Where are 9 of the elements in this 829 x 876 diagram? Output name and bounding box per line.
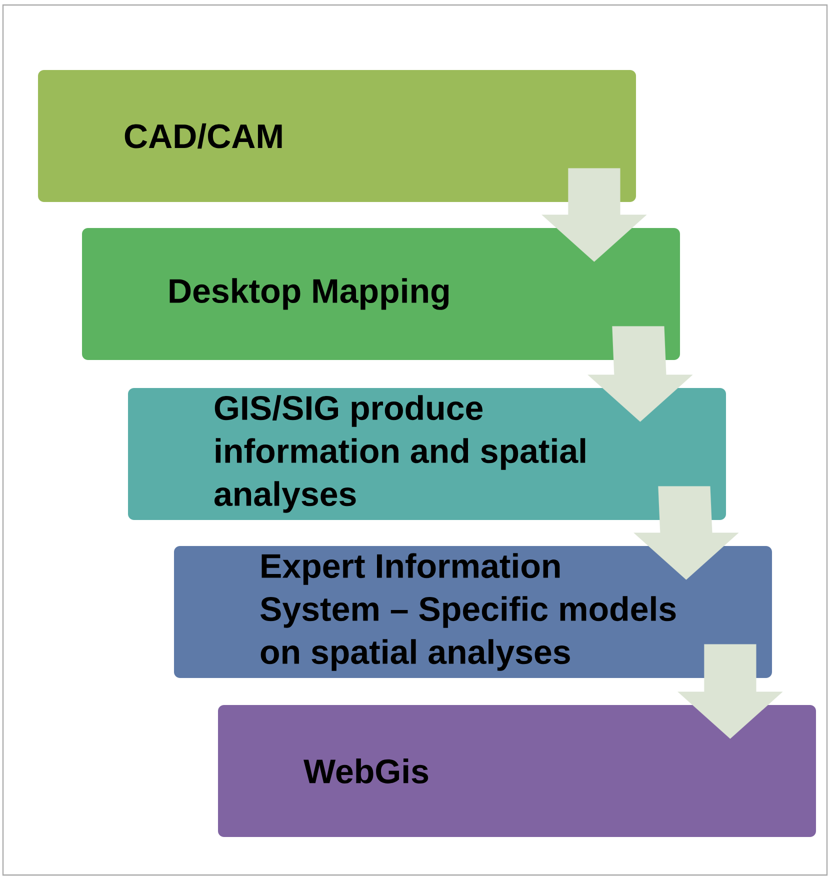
process-box: GIS/SIG produce information and spatial analyses <box>128 388 726 520</box>
process-box: Expert Information System – Specific models on spatial analyses <box>174 546 772 678</box>
arrow <box>542 168 647 262</box>
process-box: WebGis <box>218 705 816 837</box>
process-box: CAD/CAM <box>38 70 636 202</box>
arrow <box>634 486 739 580</box>
arrow <box>678 644 783 739</box>
process-box: Desktop Mapping <box>82 228 680 360</box>
arrow <box>588 326 693 422</box>
